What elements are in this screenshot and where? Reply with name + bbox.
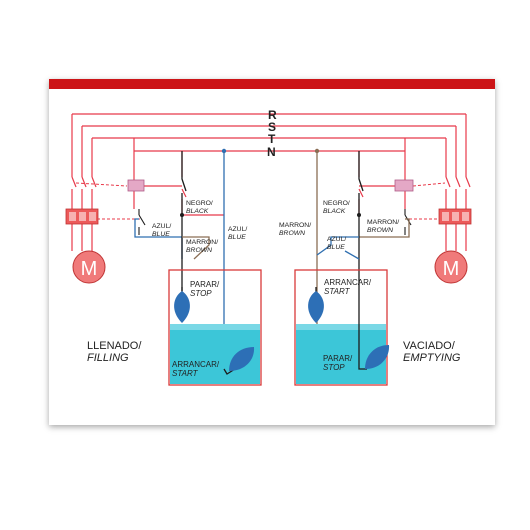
filling-start-label-es: ARRANCAR/ (172, 360, 220, 369)
emptying-label-brown-right-es: MARRON/ (367, 219, 399, 226)
filling-label-blue-right-es: AZUL/ (228, 226, 247, 233)
phase-label-n: N (267, 145, 276, 159)
emptying-contactor (438, 208, 472, 225)
emptying-label-blue-en: BLUE (327, 244, 345, 251)
phase-label-t: T (268, 132, 276, 146)
emptying-label-blue-es: AZUL/ (327, 236, 346, 243)
emptying-motor-label: M (443, 258, 460, 280)
diagram-card: R S T N (49, 79, 495, 425)
emptying-start-float (308, 291, 324, 323)
emptying-stop-label-en: STOP (323, 363, 345, 372)
power-bus (72, 113, 466, 152)
filling-start-float (229, 347, 255, 371)
emptying-relay-coil (394, 179, 414, 192)
filling-label-brown-es: MARRON/ (186, 239, 218, 246)
filling-stop-label-en: STOP (190, 289, 212, 298)
filling-label-blue-left-en: BLUE (152, 231, 170, 238)
filling-label-black-en: BLACK (186, 208, 209, 215)
emptying-label-brown-left-en: BROWN (279, 230, 305, 237)
filling-power-wiring (71, 114, 224, 251)
filling-label-black-es: NEGRO/ (186, 200, 213, 207)
emptying-label-brown-right-en: BROWN (367, 227, 393, 234)
header-band (49, 79, 495, 89)
emptying-title-en: EMPTYING (403, 352, 461, 364)
emptying-label-brown-left-es: MARRON/ (279, 222, 311, 229)
filling-label-blue-right-en: BLUE (228, 234, 246, 241)
wiring-diagram: R S T N (49, 79, 495, 386)
phase-label-s: S (268, 120, 276, 134)
emptying-start-label-en: START (324, 287, 351, 296)
emptying-label-black-es: NEGRO/ (323, 200, 350, 207)
filling-title-en: FILLING (87, 352, 129, 364)
filling-motor-label: M (81, 258, 98, 280)
emptying-title: VACIADO/ (403, 340, 456, 352)
filling-motor: M (72, 250, 106, 284)
filling-stop-float (174, 291, 190, 323)
filling-relay-coil (127, 179, 145, 192)
emptying-label-black-en: BLACK (323, 208, 346, 215)
filling-contactor (65, 208, 99, 225)
emptying-stop-label-es: PARAR/ (323, 354, 353, 363)
filling-label-blue-left-es: AZUL/ (152, 223, 171, 230)
filling-stop-label-es: PARAR/ (190, 280, 220, 289)
filling-title: LLENADO/ (87, 340, 142, 352)
phase-label-r: R (268, 108, 277, 122)
filling-label-brown-en: BROWN (186, 247, 212, 254)
filling-start-label-en: START (172, 369, 199, 378)
emptying-stop-float (365, 345, 390, 369)
emptying-start-label-es: ARRANCAR/ (324, 278, 372, 287)
emptying-motor: M (434, 250, 468, 284)
